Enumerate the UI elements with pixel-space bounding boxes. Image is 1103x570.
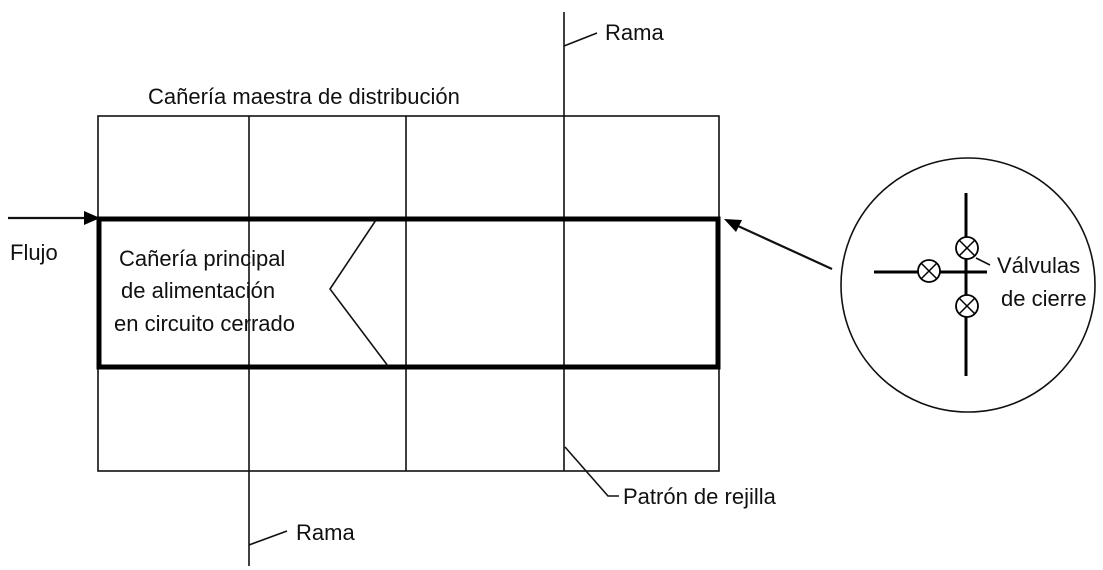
valves-label-leader: [975, 257, 991, 266]
feeder-label-leader: [329, 219, 389, 367]
label-valves-line1: Válvulas: [997, 253, 1080, 278]
label-feeder-line3: en circuito cerrado: [114, 311, 295, 336]
valve-icon-top: [955, 236, 979, 260]
valve-icon-bottom: [955, 294, 979, 318]
valves-pointer-head: [724, 219, 742, 232]
label-valves-line2: de cierre: [1001, 286, 1087, 311]
rama-top-leader: [563, 32, 598, 47]
grid-pattern-leader: [564, 446, 619, 497]
flow-arrow-head: [84, 211, 100, 225]
valve-icon-left: [917, 259, 941, 283]
rama-bottom-leader: [248, 530, 288, 546]
valves-pointer-shaft: [737, 224, 833, 271]
label-feeder-line1: Cañería principal: [119, 246, 285, 271]
label-distribution-main: Cañería maestra de distribución: [148, 84, 460, 109]
feeder-loop-rect: [96, 216, 721, 370]
label-flow: Flujo: [10, 240, 58, 265]
label-feeder-line2: de alimentación: [121, 278, 275, 303]
valve-detail-circle: [840, 157, 1096, 413]
label-rama-bottom: Rama: [296, 520, 355, 545]
label-grid-pattern: Patrón de rejilla: [623, 484, 777, 509]
label-rama-top: Rama: [605, 20, 664, 45]
